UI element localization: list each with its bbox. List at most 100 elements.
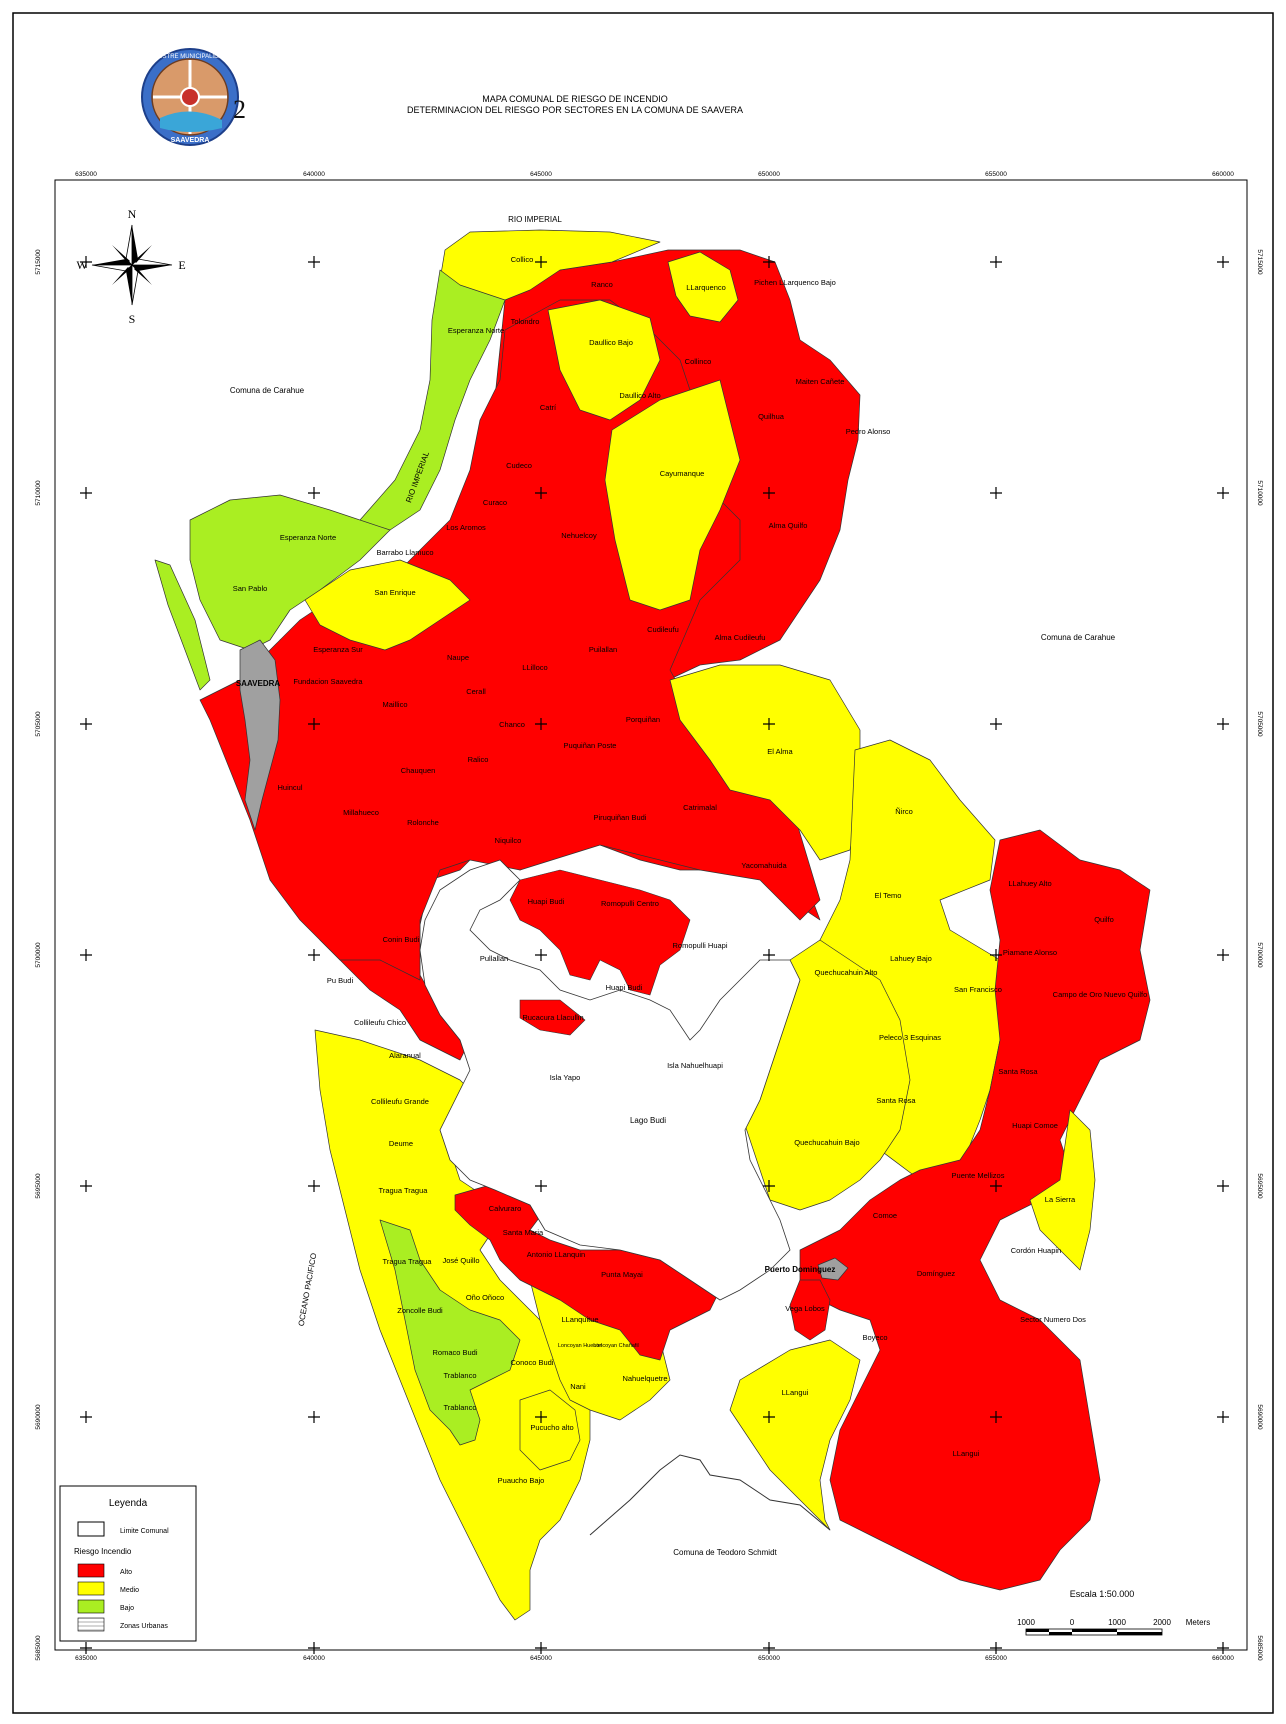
x-tick-label: 640000: [303, 1655, 325, 1662]
y-tick-label: 5695000: [35, 1173, 42, 1199]
legend-label-medio: Medio: [120, 1587, 139, 1594]
sector-label: Niquilco: [495, 836, 522, 845]
sector-label: Nehuelcoy: [561, 531, 597, 540]
sector-label: Collico: [511, 255, 534, 264]
y-tick-label: 5695000: [1256, 1173, 1263, 1199]
sector-label: LLangui: [782, 1388, 809, 1397]
y-tick-label: 5710000: [35, 480, 42, 506]
x-tick-label: 655000: [985, 1655, 1007, 1662]
sector-label: Pullallan: [480, 954, 508, 963]
logo-text-bottom: SAAVEDRA: [171, 137, 210, 144]
map-title-line2: DETERMINACION DEL RIESGO POR SECTORES EN…: [407, 105, 743, 115]
risk-regions: [154, 229, 1151, 1621]
sector-label: Porquiñan: [626, 715, 660, 724]
sector-label: Barrabo Llamuco: [376, 548, 433, 557]
scale-bar: Escala 1:50.000 1000 0 1000 2000 Meters: [1017, 1589, 1210, 1636]
lake-budi: [419, 859, 801, 1301]
sector-label: Zoncolle Budi: [397, 1306, 443, 1315]
x-tick-label: 660000: [1212, 1655, 1234, 1662]
sector-label: Romopulli Centro: [601, 899, 659, 908]
label-saavedra: SAAVEDRA: [236, 679, 281, 688]
sector-label: LLilloco: [522, 663, 547, 672]
sector-label: Collinco: [685, 357, 712, 366]
sector-label: Santa Rosa: [998, 1067, 1038, 1076]
legend-swatch-urbanas: [77, 1617, 105, 1632]
sector-label: Huapi Budi: [606, 983, 643, 992]
sector-label: Domínguez: [917, 1269, 956, 1278]
legend-label-limite: Limite Comunal: [120, 1528, 169, 1535]
sector-label: Daullico Bajo: [589, 338, 633, 347]
x-tick-label: 645000: [530, 1655, 552, 1662]
sector-label: Huapi Comoe: [1012, 1121, 1058, 1130]
sector-label: Chanco: [499, 720, 525, 729]
comunal-limit-south: [589, 1454, 831, 1536]
legend-swatch-limite: [77, 1521, 105, 1537]
legend: Leyenda Limite Comunal Riesgo Incendio A…: [59, 1485, 197, 1642]
sector-label: Loncoyan Chañafil: [593, 1343, 639, 1349]
sector-label: Boyeco: [862, 1333, 887, 1342]
sector-label: San Francisco: [954, 985, 1002, 994]
region-urban-puerto: [817, 1257, 849, 1281]
region-alto-east: [799, 829, 1151, 1591]
sector-label: Catrí: [540, 403, 557, 412]
sector-label: Puente Mellizos: [952, 1171, 1005, 1180]
sector-label: Calvuraro: [489, 1204, 522, 1213]
sector-label: Trablanco: [443, 1371, 476, 1380]
region-alto-huapi-peninsula: [509, 869, 691, 996]
region-medio-daullico: [547, 299, 661, 421]
sector-label: Puquiñan Poste: [564, 741, 617, 750]
compass-n-label: N: [128, 207, 137, 221]
sector-label: Quilfo: [1094, 915, 1114, 924]
sector-label: Maillico: [382, 700, 407, 709]
x-tick-label: 635000: [75, 1655, 97, 1662]
region-bajo-strip-west: [154, 559, 211, 691]
sector-label: Quechucahuin Alto: [815, 968, 878, 977]
x-tick-label: 650000: [758, 1655, 780, 1662]
region-medio-llangui: [729, 1339, 861, 1531]
sector-label: Tragua Tragua: [383, 1257, 433, 1266]
sector-label: Tragua Tragua: [379, 1186, 429, 1195]
sector-label: Romaco Budi: [432, 1348, 477, 1357]
sector-label: Santa Rosa: [876, 1096, 916, 1105]
sector-label: Esperanza Sur: [313, 645, 363, 654]
sector-label: Puaucho Bajo: [498, 1476, 545, 1485]
region-medio-cayumanque: [604, 379, 741, 611]
sector-label: Fundacion Saavedra: [293, 677, 363, 686]
y-tick-label: 5705000: [1256, 711, 1263, 737]
sector-label: Maiten Cañete: [796, 377, 845, 386]
sector-label: Cayumanque: [660, 469, 705, 478]
x-tick-label: 660000: [1212, 171, 1234, 178]
scale-tick: 2000: [1153, 1618, 1171, 1627]
sector-label: Puilallan: [589, 645, 617, 654]
municipal-logo: 2 SAAVEDRA ILUSTRE MUNICIPALIDAD: [141, 48, 246, 146]
sector-label: Nani: [570, 1382, 586, 1391]
sector-label: Huincul: [277, 783, 302, 792]
compass-e-label: E: [178, 258, 185, 272]
x-tick-label: 640000: [303, 171, 325, 178]
sector-label: Pu Budi: [327, 976, 354, 985]
sector-label: LLanquitue: [561, 1315, 598, 1324]
region-urban-saavedra: [239, 639, 281, 831]
sector-label: Rolonche: [407, 818, 439, 827]
sector-label: Sector Numero Dos: [1020, 1315, 1086, 1324]
y-tick-label: 5685000: [35, 1635, 42, 1661]
sector-label: Lahuey Bajo: [890, 954, 932, 963]
sector-label: San Pablo: [233, 584, 268, 593]
sector-label: Catrimalal: [683, 803, 717, 812]
sector-label: La Sierra: [1045, 1195, 1076, 1204]
sector-label: San Enrique: [374, 588, 415, 597]
sector-label: Punta Mayai: [601, 1270, 643, 1279]
label-comuna-carahue-east: Comuna de Carahue: [1041, 633, 1116, 642]
sector-label: Quilhua: [758, 412, 785, 421]
sector-label: Ralico: [468, 755, 489, 764]
compass-rose-icon: N S E W: [76, 207, 185, 326]
compass-s-label: S: [129, 312, 136, 326]
y-tick-label: 5700000: [35, 942, 42, 968]
grid-crosses: [80, 256, 1229, 1654]
sector-label: LLarquenco: [686, 283, 726, 292]
sector-label: Comoe: [873, 1211, 897, 1220]
compass-w-label: W: [76, 258, 88, 272]
sector-label: Ranco: [591, 280, 613, 289]
